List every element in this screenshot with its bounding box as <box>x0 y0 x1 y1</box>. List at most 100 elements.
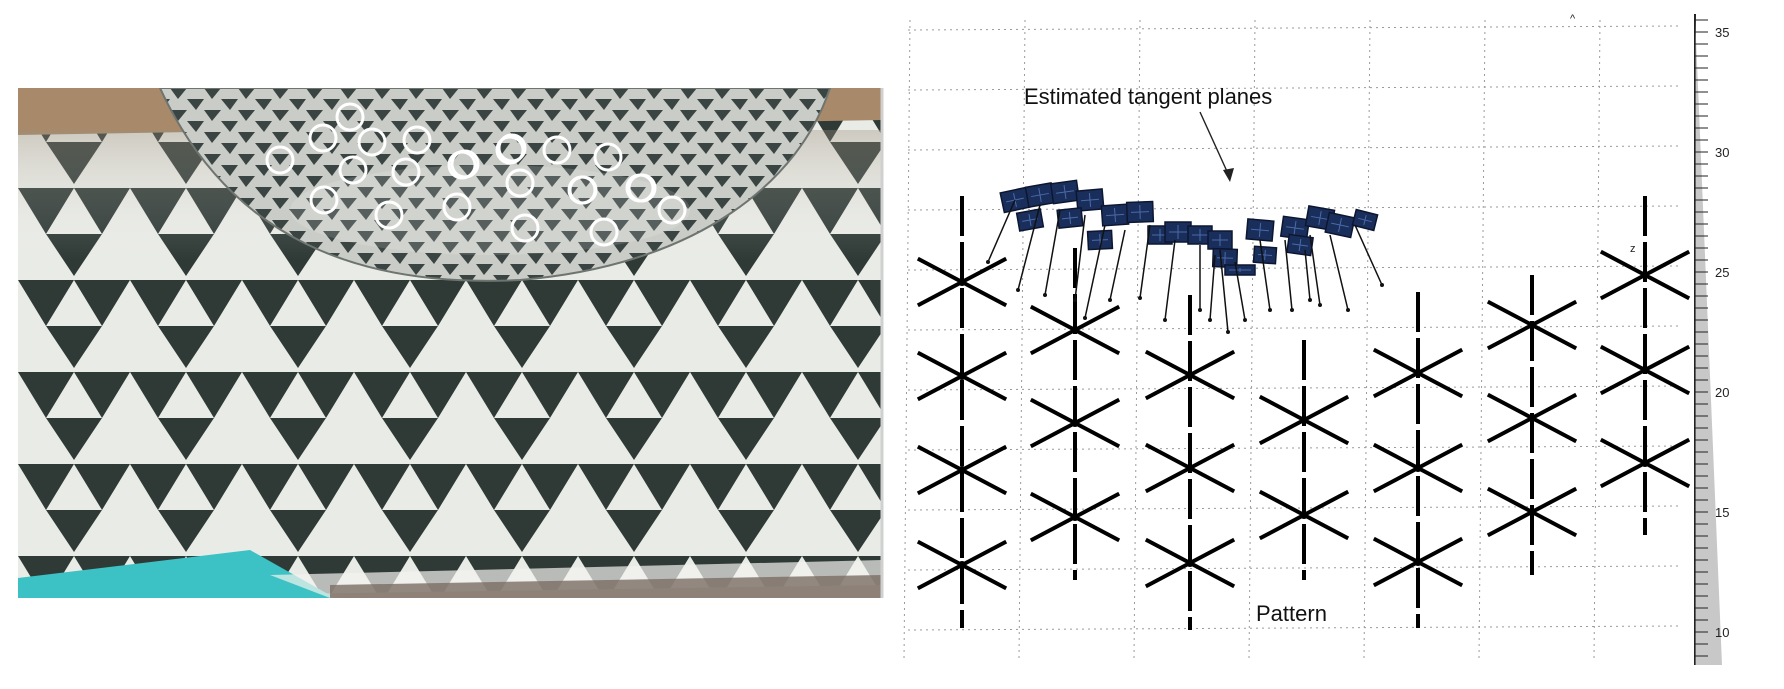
pattern-star-arm <box>1532 418 1576 441</box>
tangent-plane <box>1165 222 1191 242</box>
pattern-star-arm <box>1075 330 1119 353</box>
pattern-star-arm <box>1260 397 1304 420</box>
pattern-point <box>1071 326 1079 334</box>
normal-vector <box>1330 235 1348 310</box>
photo-panel <box>0 0 900 684</box>
pattern-star-arm <box>1601 370 1645 393</box>
pattern-star-arm <box>1190 563 1234 586</box>
pattern-star-arm <box>1374 539 1418 562</box>
grid-line-horizontal <box>908 446 1680 450</box>
pattern-point <box>958 372 966 380</box>
normal-vector-tip <box>1346 308 1350 312</box>
pattern-star-arm <box>1488 418 1532 441</box>
tangent-plane <box>1101 204 1128 226</box>
pattern-star-arm <box>1075 307 1119 330</box>
pattern-star-arm <box>1304 397 1348 420</box>
corner-mark: ^ <box>1570 13 1576 25</box>
pattern-star-arm <box>1031 494 1075 517</box>
pattern-star-arm <box>1146 468 1190 491</box>
pattern-star-arm <box>962 353 1006 376</box>
pattern-point <box>1528 414 1536 422</box>
tangent-plane <box>1208 231 1232 249</box>
tangent-plane <box>1325 213 1355 238</box>
tangent-plane <box>1051 180 1080 203</box>
normal-vector <box>1305 250 1310 300</box>
pattern-star-arm <box>1418 539 1462 562</box>
pattern-star-arm <box>1488 489 1532 512</box>
pattern-point <box>1186 371 1194 379</box>
z-tick-35: 35 <box>1715 25 1729 40</box>
pattern-star-arm <box>1146 540 1190 563</box>
pattern-star-arm <box>962 565 1006 588</box>
pattern-star-arm <box>1075 494 1119 517</box>
pattern-star-arm <box>1532 325 1576 348</box>
normal-vector-tip <box>1163 318 1167 322</box>
pattern-star-arm <box>1146 375 1190 398</box>
grid-line-horizontal <box>908 326 1680 330</box>
tangent-plane <box>1127 202 1154 223</box>
normal-vector-tip <box>1108 298 1112 302</box>
z-tick-15: 15 <box>1715 505 1729 520</box>
plot-panel: Estimated tangent planes Pattern z ^ 35 … <box>900 0 1784 684</box>
pattern-star-arm <box>962 282 1006 305</box>
pattern-star-arm <box>1146 352 1190 375</box>
normal-vector <box>1310 235 1320 305</box>
tangent-plane <box>1287 234 1313 255</box>
pattern-star-arm <box>1488 325 1532 348</box>
reconstruction-plot: Estimated tangent planes Pattern z ^ 35 … <box>900 0 1784 684</box>
normal-vector-tip <box>1308 298 1312 302</box>
normal-vector-tip <box>986 260 990 264</box>
pattern-point <box>1641 366 1649 374</box>
tangent-plane <box>1225 265 1255 275</box>
pattern-point <box>1414 464 1422 472</box>
pattern-star-arm <box>1645 370 1689 393</box>
pattern-star-arm <box>1601 440 1645 463</box>
pattern-star-arm <box>1418 373 1462 396</box>
pattern-star-arm <box>1532 512 1576 535</box>
pattern-star-arm <box>1418 468 1462 491</box>
tangent-plane <box>1025 183 1054 207</box>
pattern-star-arm <box>1075 400 1119 423</box>
normal-vector-tip <box>1226 330 1230 334</box>
normal-vector-tip <box>1198 308 1202 312</box>
pattern-star-arm <box>1374 350 1418 373</box>
pattern-star-arm <box>1645 252 1689 275</box>
pattern-star-arm <box>1190 375 1234 398</box>
z-tick-10: 10 <box>1715 625 1729 640</box>
pattern-star-arm <box>1645 440 1689 463</box>
pattern-point <box>958 466 966 474</box>
normal-vector-tip <box>1380 283 1384 287</box>
normal-vector-tip <box>1016 288 1020 292</box>
pattern-star-arm <box>1601 463 1645 486</box>
grid-line-vertical <box>1019 20 1025 660</box>
tangent-plane <box>1057 208 1083 228</box>
pattern-star-arm <box>1532 489 1576 512</box>
pattern-star-arm <box>918 470 962 493</box>
pattern-star-arm <box>1645 347 1689 370</box>
pattern-star-arm <box>918 565 962 588</box>
z-axis: 35 30 25 20 15 10 <box>1695 14 1729 665</box>
pattern-star-arm <box>1532 302 1576 325</box>
normal-vector-tip <box>1043 293 1047 297</box>
pattern-star-arm <box>1190 468 1234 491</box>
pattern-point <box>1186 559 1194 567</box>
pattern-star-arm <box>1488 395 1532 418</box>
grid-line-vertical <box>1594 20 1600 660</box>
pattern-point <box>1641 459 1649 467</box>
pattern-star-arm <box>1075 517 1119 540</box>
z-axis-wedge <box>1695 14 1722 665</box>
pattern-star-arm <box>1418 562 1462 585</box>
pattern-star-arm <box>1260 420 1304 443</box>
pattern-star-arm <box>1190 352 1234 375</box>
normal-vector <box>1355 225 1382 285</box>
pattern-star-arm <box>1304 420 1348 443</box>
tangent-plane <box>1017 209 1044 231</box>
pattern-star-arm <box>962 376 1006 399</box>
normal-vector-tip <box>1208 318 1212 322</box>
pattern-star-arm <box>1488 512 1532 535</box>
normal-vector-tip <box>1318 303 1322 307</box>
arrow-head <box>1223 168 1234 182</box>
grid-line-vertical <box>1134 20 1140 660</box>
annotation-arrow <box>1200 112 1230 178</box>
tangent-plane <box>1253 246 1276 263</box>
